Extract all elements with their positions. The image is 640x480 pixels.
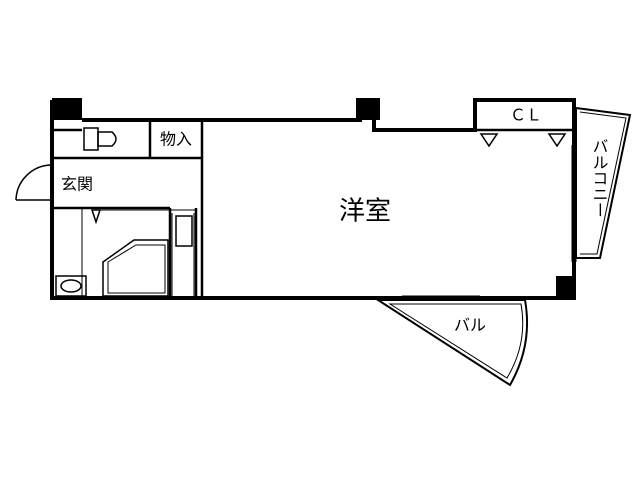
sliding-doors [402,145,577,301]
closet-label: ＣＬ [510,106,542,125]
interior-walls [52,120,574,298]
bath-fixture [102,239,169,297]
marker-triangles [90,133,567,225]
front-balcony [374,299,529,387]
toilet-fixture [83,127,117,151]
western-room-label: 洋室 [339,197,391,227]
hall-cabinet [175,215,193,247]
hallway-lines [81,208,196,298]
storage-label: 物入 [160,130,192,149]
front-balcony-label: バル [454,316,486,335]
columns [52,98,576,298]
entrance-label: 玄関 [61,175,93,194]
entrance-door [15,164,53,201]
side-balcony [575,106,632,259]
side-balcony-label: バルコニー [590,138,609,218]
basin-fixture [55,275,87,297]
